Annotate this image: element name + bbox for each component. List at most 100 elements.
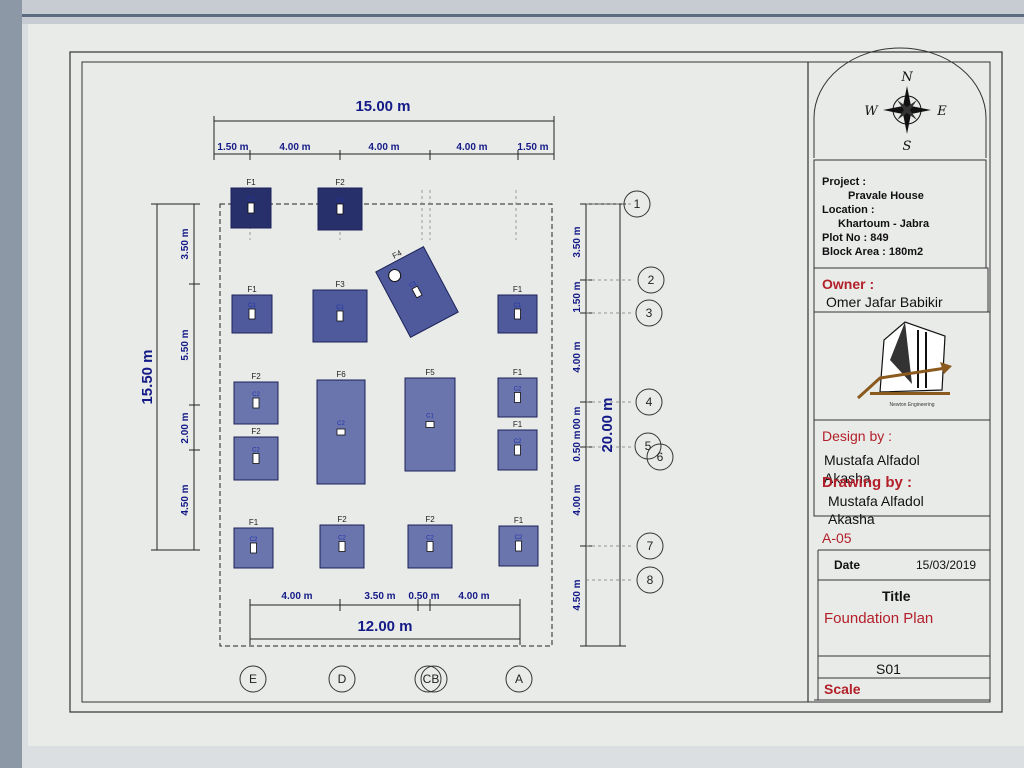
column-label: C2 [514, 387, 522, 393]
left-dim-2: 5.50 m [180, 329, 191, 360]
title-block-grid [813, 159, 991, 701]
column-stub [425, 421, 435, 428]
right-dim-3: 4.00 m [572, 341, 583, 372]
sheet-code: A-05 [822, 530, 852, 546]
footing-label: F1 [513, 285, 523, 294]
footing-label: F1 [246, 178, 256, 187]
column-stub [336, 203, 344, 215]
footing-label: F5 [425, 368, 435, 377]
right-dim-6: 4.00 m [572, 484, 583, 515]
outer-border [69, 51, 1003, 713]
column-stub [247, 202, 255, 214]
grid-row-label: 7 [647, 539, 654, 553]
designer-name-2: Akasha [824, 470, 871, 486]
column-label: C1 [247, 197, 255, 203]
grid-col-bubble: D [328, 665, 356, 693]
grid-row-bubble: 8 [636, 566, 664, 594]
bottom-dim-1: 4.00 m [281, 591, 312, 602]
column-label: C1 [336, 305, 344, 311]
column-label: C2 [338, 536, 346, 542]
bottom-dim-4: 4.00 m [458, 591, 489, 602]
column-stub [336, 310, 344, 322]
top-dim-5: 1.50 m [517, 142, 548, 153]
column-stub [250, 542, 257, 554]
owner-label: Owner : [822, 276, 875, 292]
screen-top-bar [0, 0, 1024, 24]
sheet-number: S01 [876, 661, 901, 677]
right-dim-5: 00 m [572, 406, 583, 429]
left-overall-dim: 15.50 m [139, 349, 156, 404]
screen-top-line [22, 14, 1024, 17]
footing-label: F1 [513, 368, 523, 377]
footing-label: F2 [251, 427, 261, 436]
footing-label: F6 [336, 370, 346, 379]
column-label: C1 [426, 414, 434, 420]
drawing-title: Foundation Plan [824, 610, 934, 627]
footing-label: F2 [425, 515, 435, 524]
grid-row-bubble: 5 [634, 432, 662, 460]
grid-col-bubble: E [239, 665, 267, 693]
grid-row-bubble: 2 [637, 266, 665, 294]
grid-col-bubbles: E D CB A [239, 665, 533, 693]
compass-w: W [864, 104, 879, 119]
left-dim-3: 2.00 m [180, 412, 191, 443]
column-stub [338, 541, 346, 552]
top-dim-2: 4.00 m [279, 142, 310, 153]
date-value: 15/03/2019 [916, 558, 977, 572]
project-name: Pravale House [848, 190, 924, 202]
grid-col-label: A [515, 672, 523, 686]
column-stub [426, 541, 434, 552]
footing-label: F4 [391, 248, 404, 261]
designer-name: Mustafa Alfadol [824, 452, 920, 468]
column-label: C2 [252, 392, 260, 398]
bottom-overall-dim: 12.00 m [357, 618, 412, 635]
left-dim-1: 3.50 m [180, 228, 191, 259]
title-label: Title [882, 588, 911, 604]
drawing-label: Drawing by : [822, 474, 913, 491]
grid-col-lines [249, 190, 517, 240]
grid-col-label: CB [423, 672, 440, 686]
column-label: C1 [408, 280, 418, 289]
grid-row-label: 3 [646, 306, 653, 320]
column-stub [514, 444, 521, 456]
column-label: C2 [514, 439, 522, 445]
block-area: Block Area : 180m2 [822, 246, 924, 258]
grid-row-label: 6 [657, 450, 664, 464]
compass-e: E [936, 104, 947, 119]
grid-row-label: 8 [647, 573, 654, 587]
grid-row-bubble: 6 [646, 443, 674, 471]
grid-row-bubble: 4 [635, 388, 663, 416]
scale-label: Scale [824, 681, 861, 697]
screen-left-edge [0, 0, 22, 768]
company-logo [856, 321, 952, 400]
drawer-name: Mustafa Alfadol [828, 493, 924, 509]
compass-s: S [903, 139, 912, 154]
grid-row-label: 5 [645, 439, 652, 453]
right-dim-7: 4.50 m [572, 579, 583, 610]
location-label: Location : [822, 204, 875, 216]
grid-row-label: 4 [646, 395, 653, 409]
logo-text: Newton Engineering [889, 402, 934, 408]
grid-row-label: 2 [648, 273, 655, 287]
grid-row-bubble: 1 [623, 190, 651, 218]
grid-row-bubble: 7 [636, 532, 664, 560]
column-stub [336, 428, 346, 436]
bottom-dim-3: 0.50 m [408, 591, 439, 602]
footing-label: F3 [335, 280, 345, 289]
compass-icon [883, 86, 931, 134]
grid-col-label: E [249, 672, 257, 686]
grid-row-bubbles: 1 2 3 4 56 7 8 [623, 190, 674, 594]
